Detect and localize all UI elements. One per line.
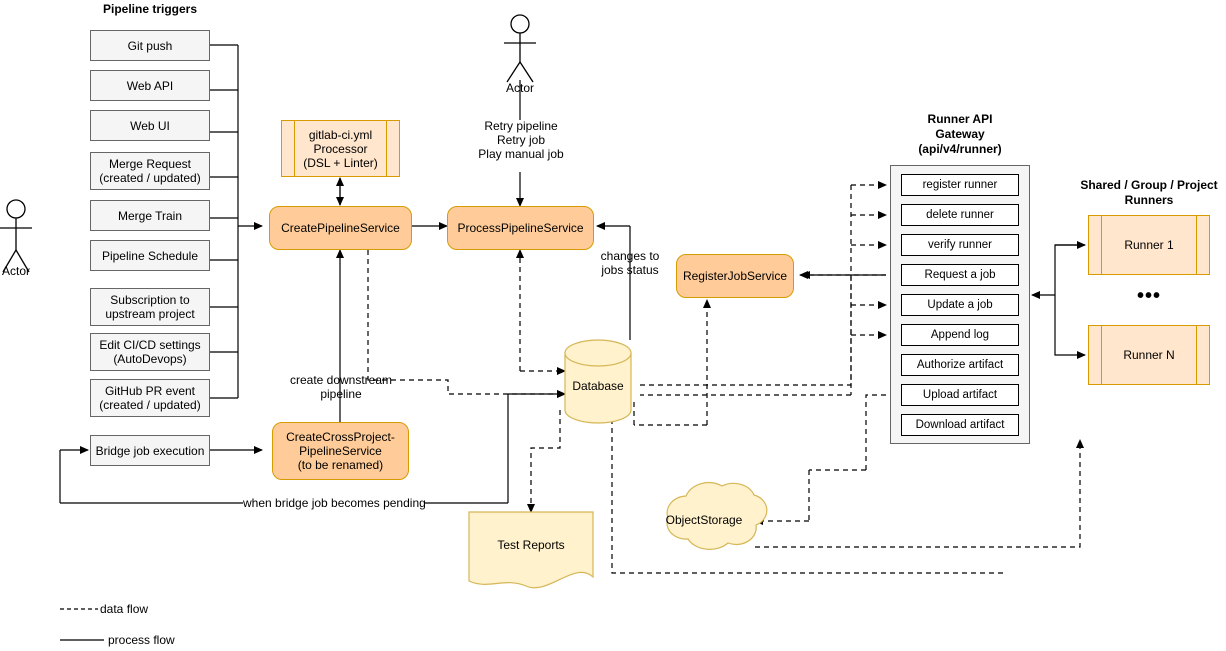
runner-n-box[interactable]: Runner N [1088,325,1210,385]
legend-item-process-flow: process flow [108,633,175,647]
gitlab-ci-yml-processor[interactable]: gitlab-ci.yml Processor (DSL + Linter) [281,120,400,177]
process-pipeline-service[interactable]: ProcessPipelineService [447,206,594,250]
component-bar-right [386,121,387,176]
trigger-box-github-pr-event[interactable]: GitHub PR event (created / updated) [90,379,210,417]
trigger-box-web-api[interactable]: Web API [90,70,210,101]
trigger-box-edit-cicd-settings[interactable]: Edit CI/CD settings (AutoDevops) [90,333,210,371]
object-storage-label: ObjectStorage [665,513,743,527]
trigger-box-git-push[interactable]: Git push [90,30,210,61]
pipeline-triggers-heading: Pipeline triggers [102,2,198,16]
trigger-box-subscription-upstream[interactable]: Subscription to upstream project [90,288,210,326]
register-job-service[interactable]: RegisterJobService [676,254,794,298]
component-bar-right [1196,326,1197,384]
api-endpoint-verify-runner[interactable]: verify runner [901,234,1019,256]
component-bar-left [1101,216,1102,274]
runner-api-gateway-title: Runner API Gateway (api/v4/runner) [918,112,1002,156]
api-endpoint-request-a-job[interactable]: Request a job [901,264,1019,286]
edge-label-when-bridge-job-pending: when bridge job becomes pending [243,496,426,510]
runner-1-label: Runner 1 [1124,238,1174,252]
component-bar-left [294,121,295,176]
legend-item-data-flow: data flow [100,602,149,616]
edge-label-create-downstream-pipeline: create downstream pipeline [289,373,393,401]
trigger-box-bridge-job-execution[interactable]: Bridge job execution [90,435,210,466]
api-endpoint-download-artifact[interactable]: Download artifact [901,414,1019,436]
api-endpoint-update-a-job[interactable]: Update a job [901,294,1019,316]
test-reports-label: Test Reports [497,538,565,552]
object-storage-shape [666,482,768,550]
runners-title: Shared / Group / Project Runners [1080,178,1218,207]
trigger-box-merge-request[interactable]: Merge Request (created / updated) [90,152,210,190]
edge-label-retry-actions: Retry pipeline Retry job Play manual job [478,119,564,161]
component-bar-right [1196,216,1197,274]
api-endpoint-upload-artifact[interactable]: Upload artifact [901,384,1019,406]
gitlab-ci-yml-processor-label: gitlab-ci.yml Processor (DSL + Linter) [303,127,378,170]
edge-label-changes-to-jobs-status: changes to jobs status [600,249,660,277]
trigger-box-web-ui[interactable]: Web UI [90,110,210,141]
api-endpoint-delete-runner[interactable]: delete runner [901,204,1019,226]
runner-n-label: Runner N [1123,348,1175,362]
trigger-box-merge-train[interactable]: Merge Train [90,200,210,231]
database-label: Database [572,379,624,393]
actor-left-label: Actor [1,264,30,278]
api-endpoint-append-log[interactable]: Append log [901,324,1019,346]
api-endpoint-authorize-artifact[interactable]: Authorize artifact [901,354,1019,376]
component-bar-left [1101,326,1102,384]
create-pipeline-service[interactable]: CreatePipelineService [269,206,412,250]
trigger-box-pipeline-schedule[interactable]: Pipeline Schedule [90,240,210,271]
runner-1-box[interactable]: Runner 1 [1088,215,1210,275]
test-reports-shape [468,511,594,589]
actor-top-label: Actor [505,81,534,95]
runners-ellipsis: ••• [1136,285,1161,307]
database-shape [564,339,632,424]
api-endpoint-register-runner[interactable]: register runner [901,174,1019,196]
create-cross-project-pipeline-service[interactable]: CreateCrossProject- PipelineService (to … [272,422,409,480]
